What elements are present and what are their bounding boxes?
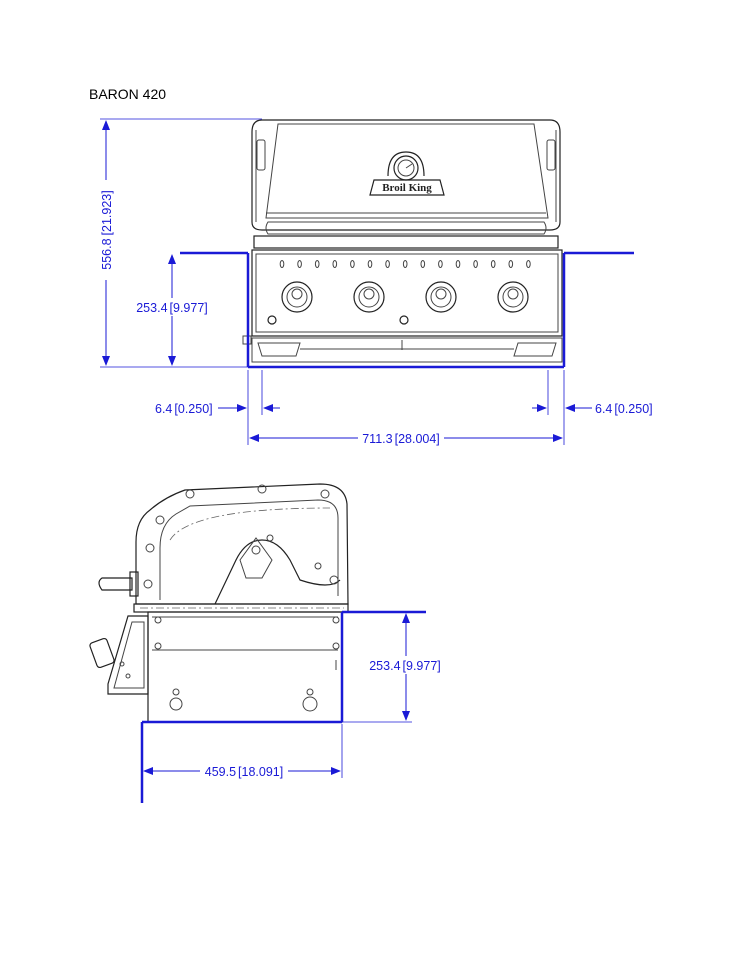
left-gap-in: 0.250 (178, 402, 209, 416)
front-cutout-outline (180, 251, 634, 369)
vent-hole (350, 260, 355, 268)
side-view-grill (89, 483, 349, 723)
vent-hole (367, 260, 373, 268)
side-cutout-depth-mm: 459.5 (205, 765, 236, 779)
dimension-total-height: 556.8[21.923] (99, 118, 262, 368)
side-cutout-outline (140, 610, 426, 803)
vent-hole (297, 260, 302, 268)
dimension-left-gap: 6.4[0.250] (155, 370, 280, 416)
dimension-side-cutout-depth: 459.5[18.091] (143, 724, 343, 780)
vent-hole (402, 260, 408, 268)
vent-hole (490, 260, 496, 268)
svg-text:711.3[28.004]: 711.3[28.004] (362, 432, 440, 446)
total-height-in: 21.923 (100, 194, 114, 232)
vent-hole (314, 260, 320, 268)
svg-text:6.4[0.250]: 6.4[0.250] (155, 402, 213, 416)
vent-hole (332, 260, 338, 268)
vent-hole (279, 260, 285, 268)
vent-holes (279, 260, 531, 268)
vent-hole (438, 260, 443, 268)
right-gap-in: 0.250 (618, 402, 649, 416)
logo-text: Broil King (382, 182, 432, 194)
dimension-side-cutout-height: 253.4[9.977] (342, 613, 446, 723)
svg-text:253.4[9.977]: 253.4[9.977] (136, 301, 208, 315)
dimension-right-gap: 6.4[0.250] (532, 370, 653, 416)
vent-hole (508, 260, 514, 268)
total-height-mm: 556.8 (100, 238, 114, 269)
svg-text:6.4[0.250]: 6.4[0.250] (595, 402, 653, 416)
side-cutout-height-mm: 253.4 (369, 659, 400, 673)
vent-hole (526, 260, 531, 268)
right-gap-mm: 6.4 (595, 402, 612, 416)
svg-text:253.4[9.977]: 253.4[9.977] (369, 659, 441, 673)
vent-hole (455, 260, 461, 268)
front-view-grill: Broil King (242, 119, 563, 363)
dimension-front-cutout-width: 711.3[28.004] (247, 370, 565, 447)
front-cutout-height-in: 9.977 (173, 301, 204, 315)
side-cutout-depth-in: 18.091 (242, 765, 280, 779)
svg-text:556.8[21.923]: 556.8[21.923] (100, 190, 114, 269)
svg-text:459.5[18.091]: 459.5[18.091] (205, 765, 283, 779)
left-gap-mm: 6.4 (155, 402, 172, 416)
dimension-front-cutout-height: 253.4[9.977] (130, 254, 210, 366)
drawing-title: BARON 420 (89, 86, 167, 102)
vent-hole (385, 260, 390, 268)
front-cutout-height-mm: 253.4 (136, 301, 167, 315)
front-cutout-width-mm: 711.3 (362, 432, 392, 446)
vent-hole (473, 260, 478, 268)
front-cutout-width-in: 28.004 (398, 432, 436, 446)
control-knobs (281, 281, 529, 313)
side-cutout-height-in: 9.977 (406, 659, 437, 673)
thermometer-badge: Broil King (369, 151, 445, 196)
vent-hole (420, 260, 426, 268)
